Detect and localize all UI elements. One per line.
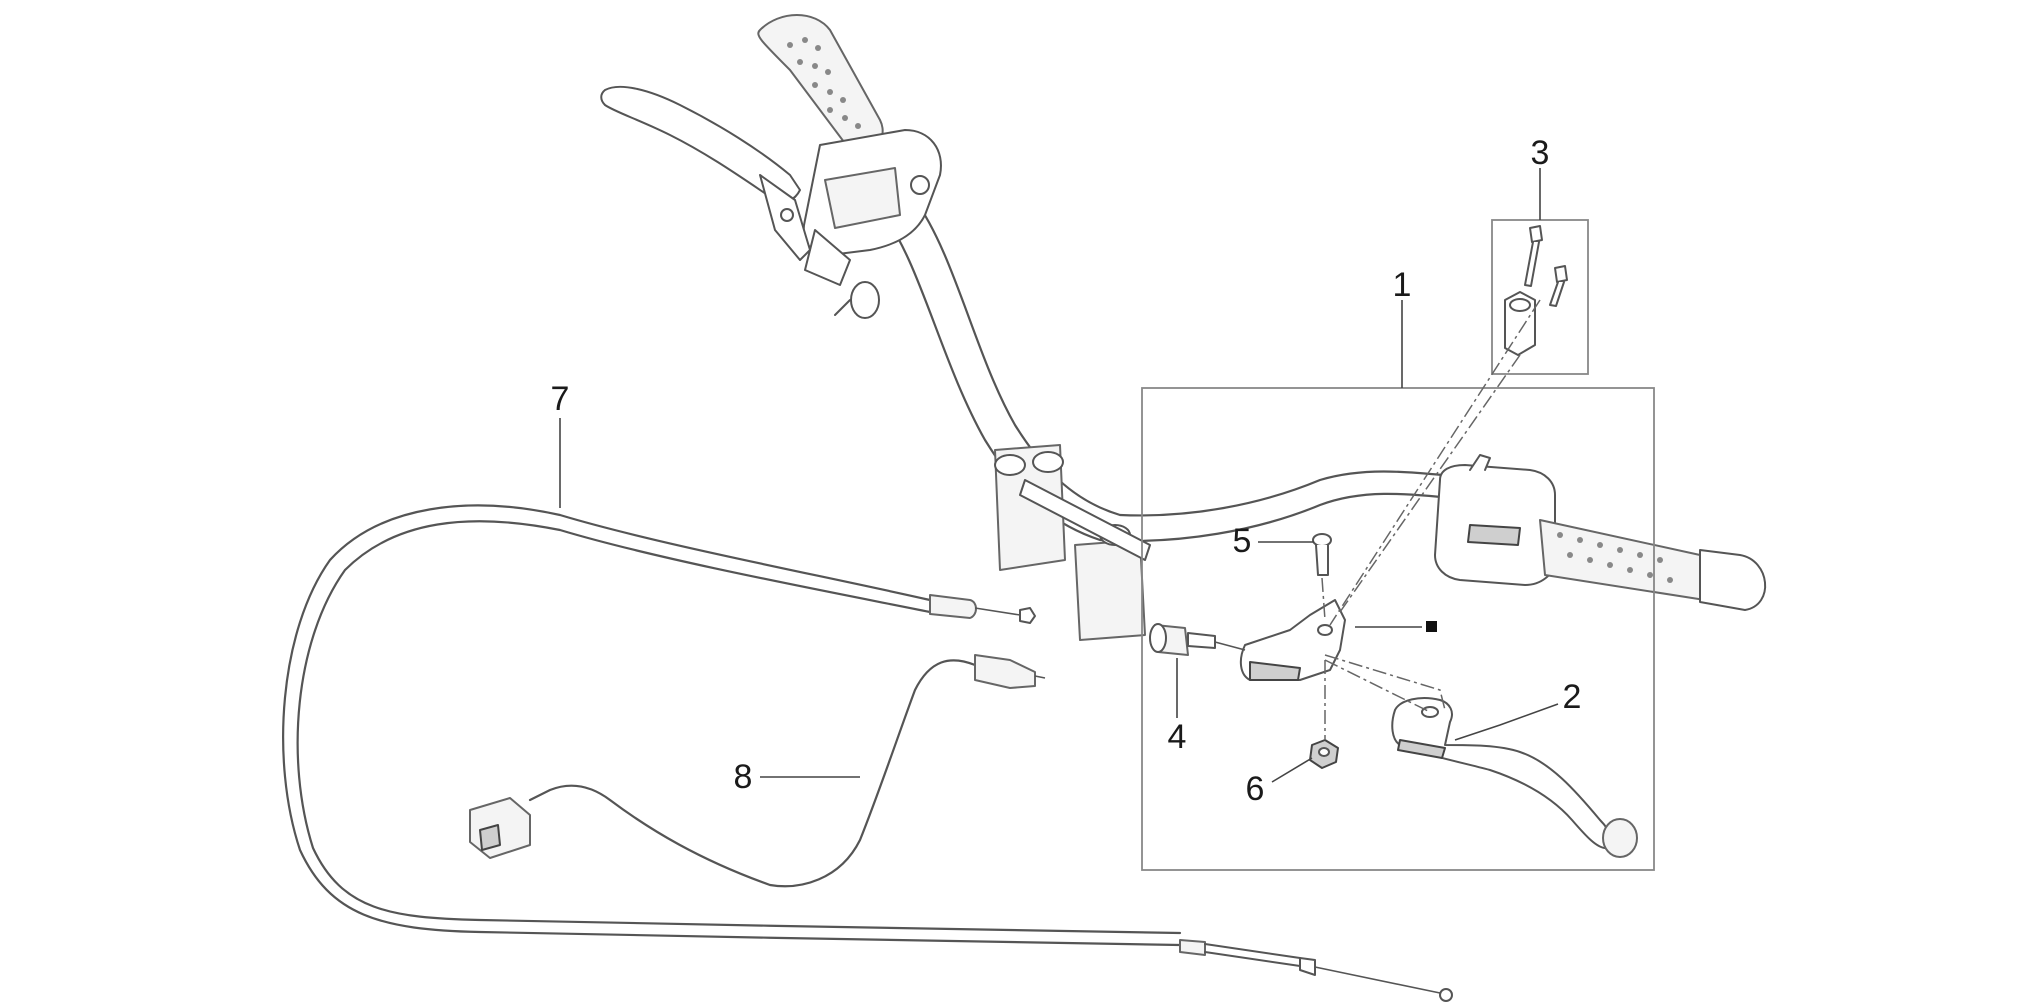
- left-master-cylinder: [802, 129, 942, 319]
- callout-8: 8: [734, 758, 753, 796]
- part-4-adjuster: [1149, 623, 1246, 656]
- callout-3: 3: [1531, 134, 1550, 172]
- assembly-lines: [1321, 299, 1541, 740]
- left-grip: [757, 14, 884, 154]
- left-brake-lever: [600, 85, 811, 261]
- callout-5: 5: [1233, 522, 1252, 560]
- callout-2: 2: [1563, 678, 1582, 716]
- callout-6: 6: [1246, 770, 1265, 808]
- callout-1: 1: [1393, 266, 1412, 304]
- part-3-clamp-bolts: [1504, 225, 1568, 356]
- handlebar-clamp: [994, 444, 1151, 641]
- part-6-nut: [1309, 739, 1339, 769]
- part-2-brake-lever: [1391, 697, 1638, 858]
- assembly-frame-1: [1141, 387, 1655, 871]
- callout-7: 7: [551, 380, 570, 418]
- leader-lines: [559, 168, 1559, 783]
- handlebar: [600, 14, 1767, 641]
- right-grip: [1539, 519, 1767, 611]
- right-switch-housing: [1434, 454, 1556, 586]
- callout-4: 4: [1168, 718, 1187, 756]
- marker-square: [1426, 621, 1437, 632]
- part-7-cable: [282, 504, 1453, 1002]
- part-5-screw: [1312, 533, 1332, 576]
- part-8-switch-wire: [469, 654, 1046, 888]
- part-1-lever-bracket: [1239, 599, 1346, 681]
